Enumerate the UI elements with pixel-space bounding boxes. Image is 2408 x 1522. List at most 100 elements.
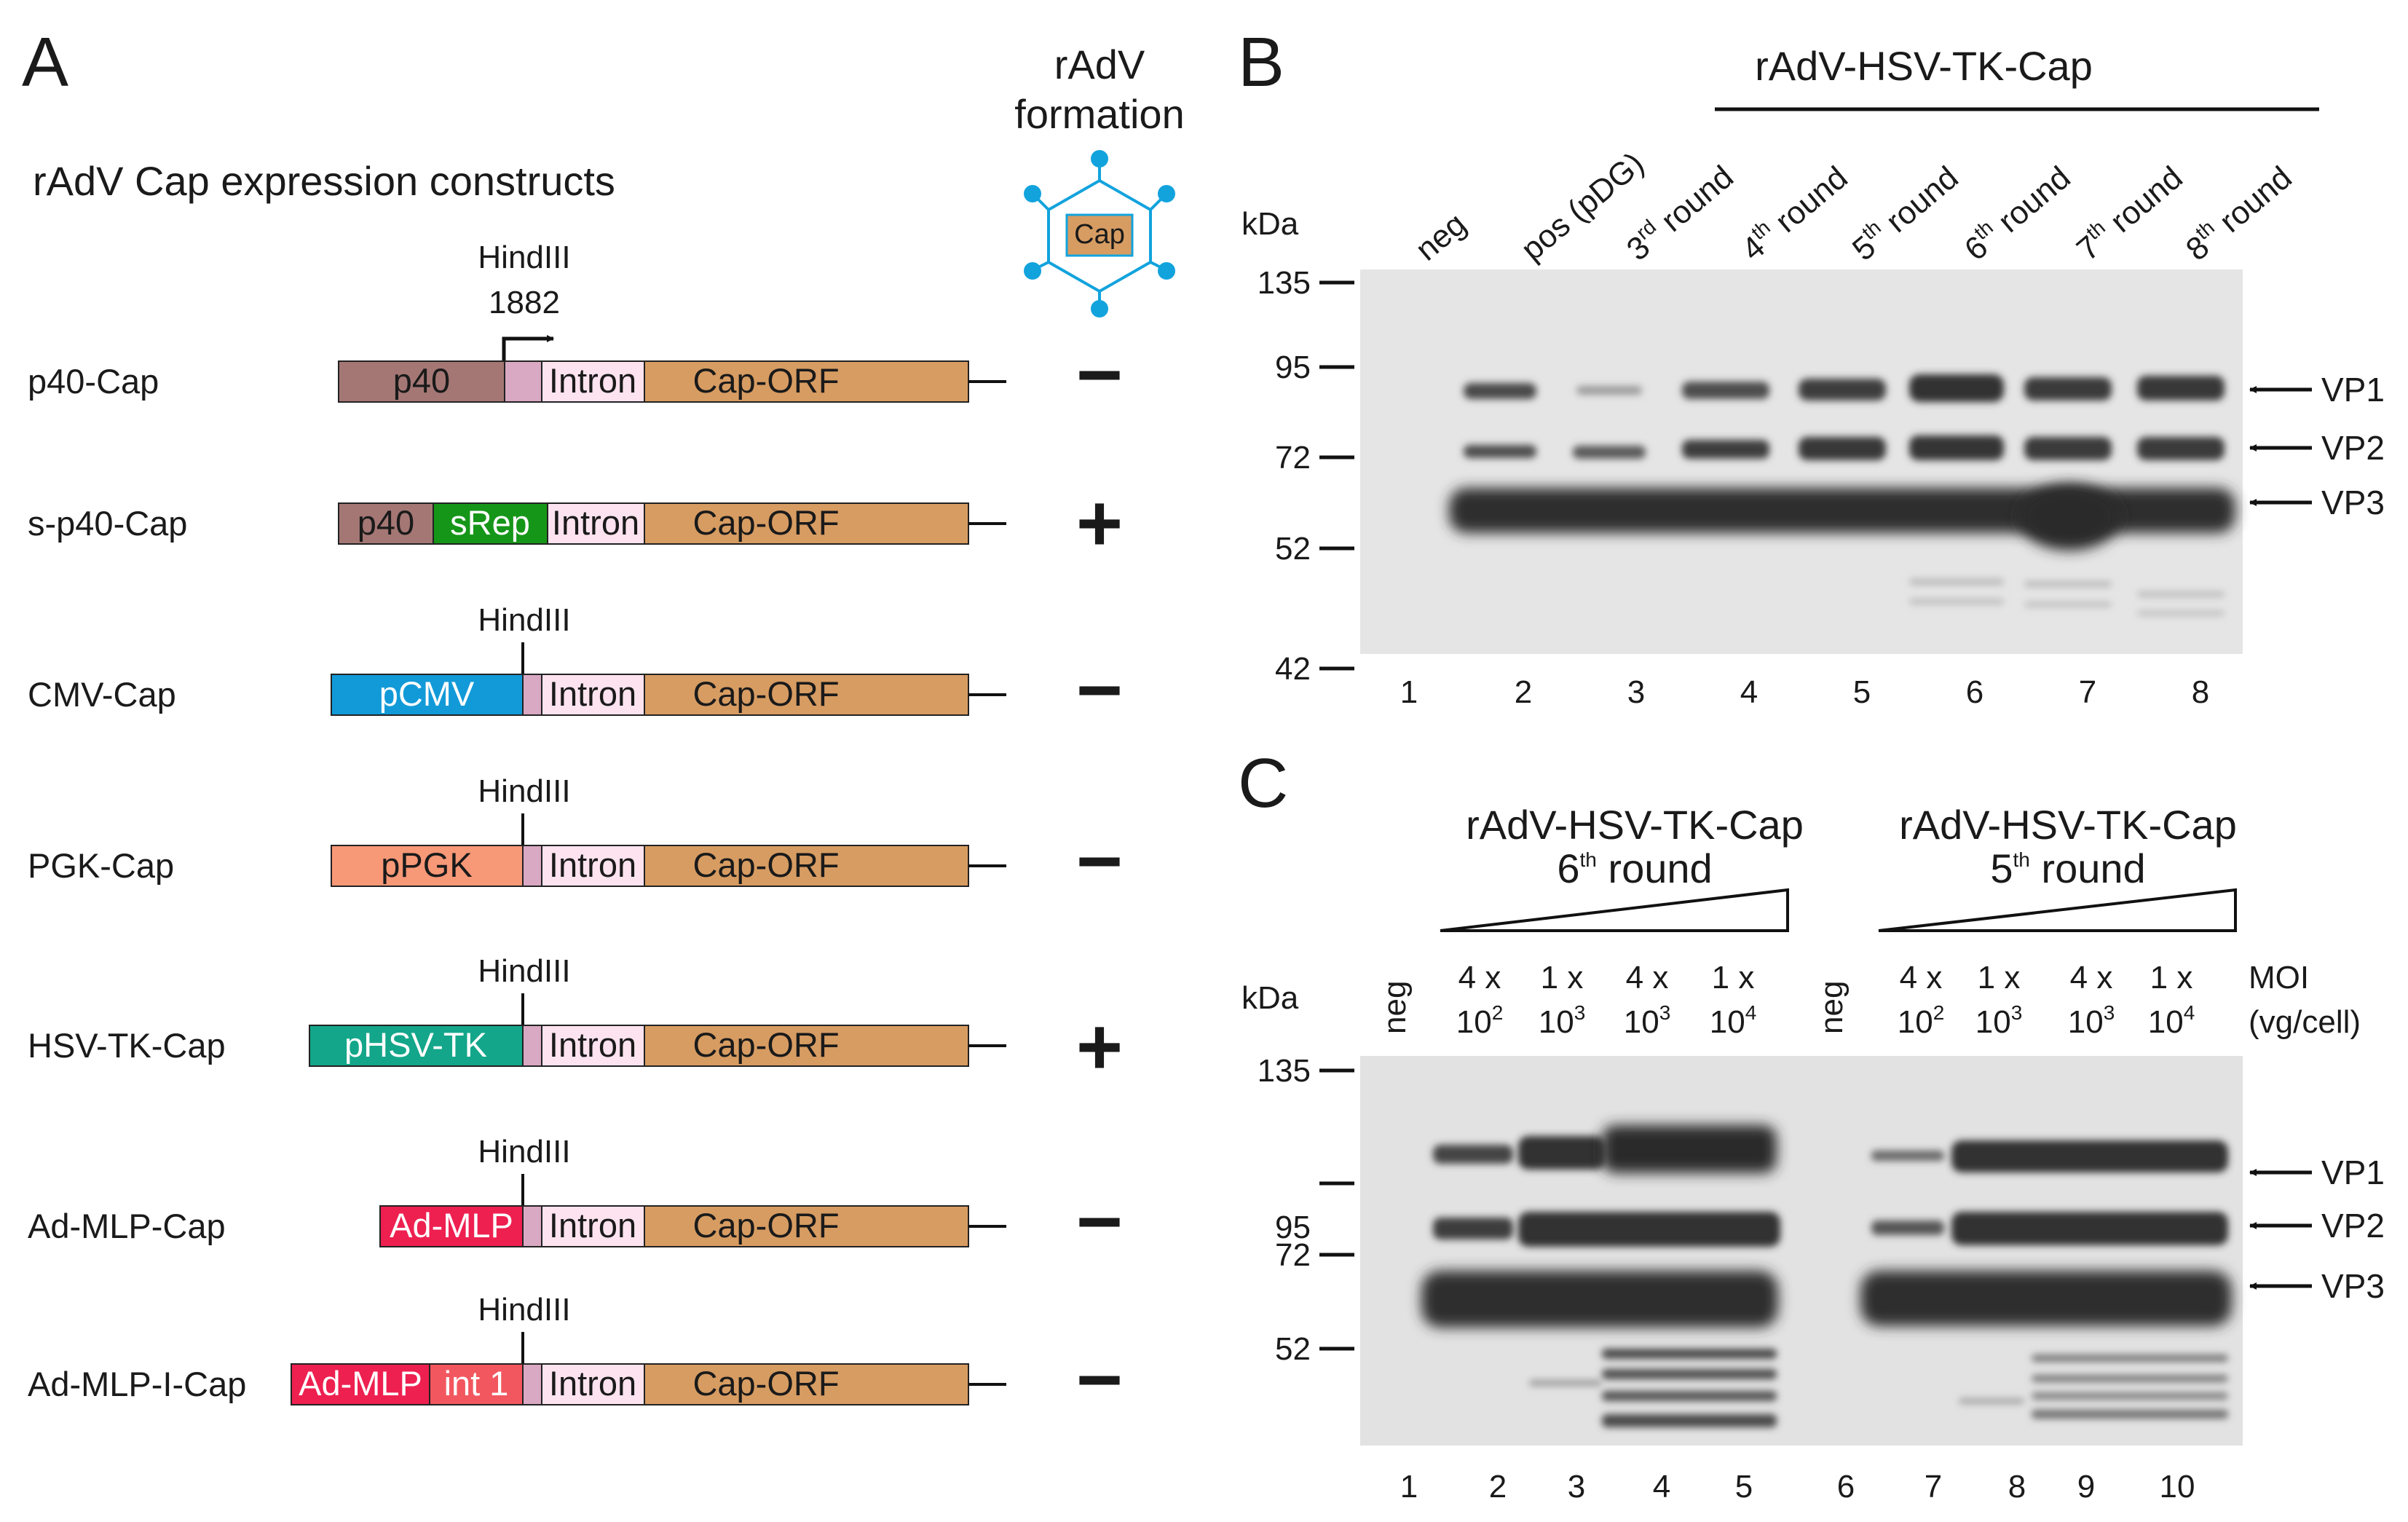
construct-name: Ad-MLP-Cap (28, 1207, 226, 1245)
lane-headers: neg pos (pDG) 3rd round 4th round 5th ro… (1409, 146, 2299, 268)
segment-junction (522, 845, 542, 887)
construct-name: Ad-MLP-I-Cap (28, 1365, 246, 1403)
lane-number: 5 (1853, 674, 1871, 710)
segment-junction (522, 1205, 542, 1247)
segment-intron (547, 502, 645, 545)
band (1573, 446, 1646, 459)
construct-name: CMV-Cap (28, 675, 176, 714)
segment-label: pHSV-TK (344, 1025, 487, 1064)
segment-cap-orf (644, 360, 969, 403)
construct-hsv-tk-cap: HSV-TK-Cap HindIII pHSV-TK Intron Cap-OR… (28, 953, 1123, 1092)
transcription-start-arrow (502, 335, 554, 361)
bands-b (1449, 374, 2235, 616)
panel-c: rAdV-HSV-TK-Cap 6th round rAdV-HSV-TK-Ca… (1241, 802, 2385, 1505)
segment-cap-orf (644, 1363, 969, 1405)
segment-label: Cap-ORF (692, 361, 839, 400)
segment-label: Intron (549, 674, 636, 713)
segment-label: Cap-ORF (692, 1364, 839, 1403)
segment-label: Intron (549, 1025, 636, 1064)
band (1518, 1212, 1780, 1247)
band-label-vp1: VP1 (2321, 1154, 2385, 1191)
formation-result: − (1076, 816, 1123, 906)
band (1871, 1151, 1944, 1161)
dose-top: 1 x (1712, 960, 1755, 995)
group-label: rAdV-HSV-TK-Cap (1755, 43, 2093, 89)
band (1602, 1349, 1777, 1359)
segment-junction (522, 1363, 542, 1405)
lane-number: 8 (2008, 1469, 2026, 1505)
dose-top: 4 x (1626, 960, 1669, 995)
construct-name: PGK-Cap (28, 846, 174, 885)
band (2032, 1375, 2228, 1382)
band-label-vp3: VP3 (2321, 484, 2385, 521)
marker-label: 42 (1275, 651, 1311, 687)
segment-label: Intron (552, 503, 639, 542)
kda-label: kDa (1241, 980, 1299, 1016)
segment-intron (541, 1363, 645, 1405)
formation-result: + (1076, 478, 1123, 568)
lane-header: neg (1409, 206, 1473, 268)
segment-promoter (291, 1363, 430, 1405)
lane-header: 4th round (1733, 157, 1854, 268)
segment-cap-orf (644, 1025, 969, 1067)
segment-label: Intron (549, 1206, 636, 1245)
segment-label: Cap-ORF (692, 845, 839, 884)
band (1464, 383, 1536, 399)
band (1682, 382, 1769, 399)
segment-intron (541, 1205, 645, 1247)
segment-label: Cap-ORF (692, 1206, 839, 1245)
band (1433, 1145, 1513, 1164)
marker-label: 72 (1275, 440, 1311, 476)
band-label-vp2: VP2 (2321, 1207, 2385, 1245)
band (1871, 1221, 1944, 1235)
marker-label: 52 (1275, 531, 1311, 567)
neg-label: neg (1377, 981, 1413, 1034)
band-label-vp2: VP2 (2321, 429, 2385, 467)
hindiii-label: HindIII (478, 240, 570, 275)
band (1529, 1380, 1602, 1386)
band (1421, 1271, 1778, 1328)
construct-p40-cap: p40-Cap HindIII 1882 p40 Intron Cap-ORF … (28, 240, 1123, 419)
group1-name: rAdV-HSV-TK-Cap (1466, 802, 1804, 848)
dose-bottom: 104 (1710, 1001, 1757, 1040)
band (2032, 1355, 2228, 1362)
panel-label-c: C (1238, 744, 1288, 822)
marker-label: 135 (1258, 265, 1311, 301)
segment-junction (522, 1025, 542, 1067)
segment-label: Intron (549, 361, 636, 400)
lane-number: 1 (1400, 1469, 1418, 1505)
hindiii-label: HindIII (478, 1292, 570, 1328)
bands-c (1421, 1125, 2232, 1427)
band (2024, 377, 2112, 401)
segment-cap-orf (644, 502, 969, 545)
band (2137, 437, 2225, 460)
lane-number: 7 (2079, 674, 2096, 710)
lane-number: 4 (1653, 1469, 1670, 1505)
hindiii-label: HindIII (478, 602, 570, 638)
formation-header-line1: rAdV (1054, 42, 1145, 87)
panel-b: rAdV-HSV-TK-Cap neg pos (pDG) 3rd round … (1241, 43, 2385, 710)
band (2018, 484, 2120, 551)
lane-number: 3 (1568, 1469, 1585, 1505)
lane-number: 10 (2160, 1469, 2195, 1505)
segment-cap-orf (644, 674, 969, 716)
moi-unit-label: (vg/cell) (2249, 1004, 2361, 1040)
band (2024, 437, 2112, 460)
lane-number: 2 (1489, 1469, 1507, 1505)
lane-number: 5 (1735, 1469, 1753, 1505)
lane-number: 7 (1925, 1469, 1942, 1505)
moi-label: MOI (2249, 960, 2309, 995)
segment-intron (541, 845, 645, 887)
band (1860, 1271, 2232, 1326)
band (1518, 1136, 1606, 1170)
segment-label: sRep (450, 503, 530, 542)
segment-label: Intron (549, 845, 636, 884)
formation-result: + (1076, 1002, 1123, 1092)
marker-label: 135 (1258, 1053, 1311, 1089)
formation-result: − (1076, 330, 1123, 419)
band (2024, 602, 2112, 607)
lane-number: 1 (1400, 674, 1418, 710)
band (1464, 445, 1536, 458)
segment-promoter (338, 360, 505, 403)
lane-header: 6th round (1956, 157, 2077, 268)
